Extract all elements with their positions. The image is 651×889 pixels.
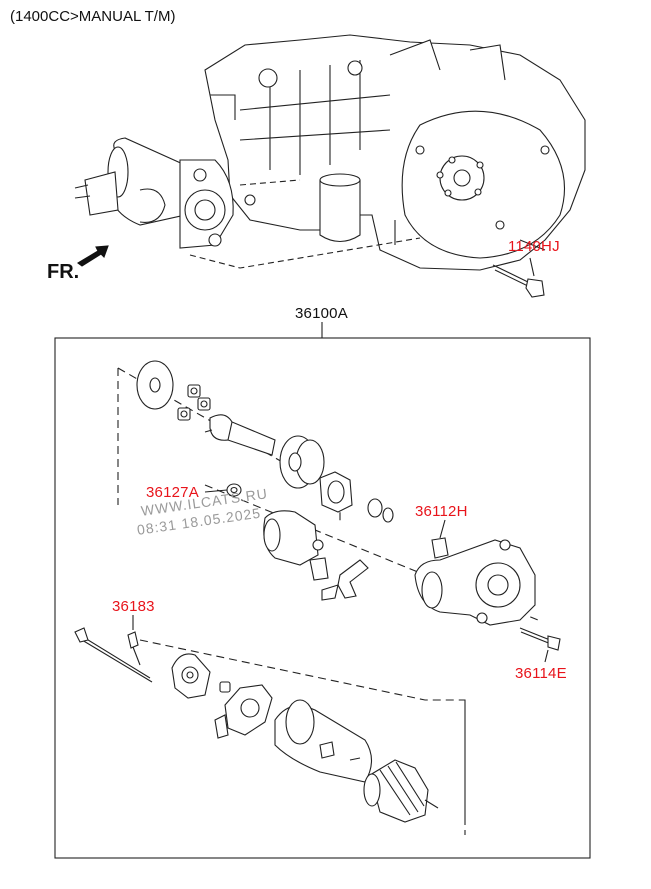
front-arrow-icon: [77, 245, 109, 267]
stop-rings: [367, 498, 394, 523]
leader-36127a: [204, 489, 228, 493]
brush-holder: [214, 684, 273, 739]
shift-lever: [309, 557, 369, 601]
bolt-36114e: [519, 627, 561, 651]
install-line: [189, 179, 421, 269]
yoke-assembly: [274, 699, 373, 783]
magnetic-switch: [263, 510, 324, 566]
drive-shaft: [204, 414, 276, 456]
callout-36112h[interactable]: 36112H: [415, 503, 468, 520]
through-bolt: [74, 627, 153, 683]
starter-motor-installed: [74, 137, 234, 249]
bolt-1140hj: [492, 264, 545, 298]
screw-36183: [127, 631, 141, 666]
planetary-gears: [177, 384, 211, 421]
callout-36127a[interactable]: 36127A: [146, 484, 199, 501]
leader-36112h: [439, 519, 446, 539]
callout-1140hj[interactable]: 1140HJ: [508, 238, 560, 255]
front-direction-label: FR.: [47, 261, 80, 283]
callout-36114e[interactable]: 36114E: [515, 665, 567, 682]
spec-note: (1400CC>MANUAL T/M): [10, 8, 176, 25]
front-housing: [414, 539, 536, 626]
callout-36100a[interactable]: 36100A: [295, 305, 348, 322]
explode-lines-lower: [139, 639, 466, 835]
leader-1140hj: [529, 257, 535, 277]
cover-washer: [136, 360, 174, 410]
bushing-36112h: [431, 537, 449, 559]
pinion-gear: [319, 471, 353, 513]
armature: [363, 759, 439, 823]
leader-36114e: [544, 649, 549, 663]
engine-block: [204, 34, 586, 271]
rear-bracket: [171, 653, 231, 699]
overrunning-clutch: [279, 435, 325, 489]
callout-36183[interactable]: 36183: [112, 598, 155, 615]
